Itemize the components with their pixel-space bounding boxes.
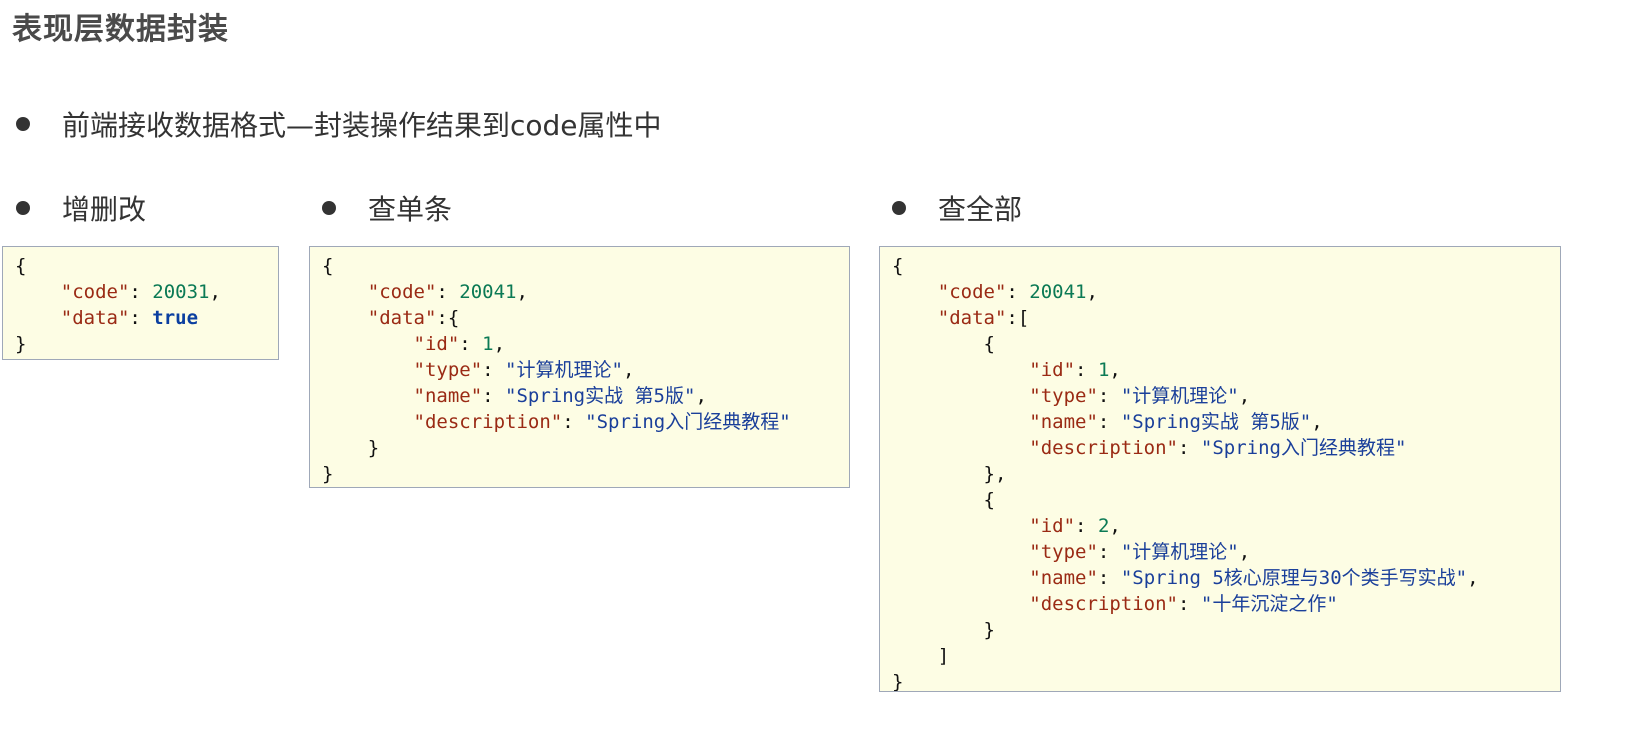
brace-close: } xyxy=(892,671,904,692)
code-box-all: { "code": 20041, "data":[ { "id": 1, "ty… xyxy=(879,246,1561,692)
json-token: "type" xyxy=(1029,385,1098,407)
code-line-description: "description": "Spring入门经典教程" xyxy=(413,411,791,433)
code-line-id: "id": 1, xyxy=(413,333,506,355)
brace-open: { xyxy=(892,255,904,277)
json-token: "Spring实战 第5版" xyxy=(505,385,696,407)
json-token: "name" xyxy=(1029,567,1098,589)
code-box-single: { "code": 20041, "data":{ "id": 1, "type… xyxy=(309,246,850,488)
json-token: "id" xyxy=(413,333,460,355)
code-line-data: "data":{ xyxy=(367,307,460,329)
code-line-code: "code": 20031, xyxy=(60,281,221,303)
code-line-data: "data": true xyxy=(60,307,199,329)
json-token: "code" xyxy=(60,281,130,303)
json-token: "description" xyxy=(1029,593,1178,615)
brace-close: } xyxy=(322,463,334,485)
section-label-all: 查全部 xyxy=(938,193,1023,226)
json-token: "十年沉淀之作" xyxy=(1200,593,1338,615)
code-line-data: "data":[ xyxy=(937,307,1030,329)
json-token: "Spring入门经典教程" xyxy=(1200,437,1407,459)
section-label-single: 查单条 xyxy=(368,193,453,226)
json-token: "type" xyxy=(1029,541,1098,563)
code-box-update: { "code": 20031, "data": true} xyxy=(2,246,279,360)
code-line-id: "id": 2, xyxy=(1029,515,1121,537)
bullet-dot-icon xyxy=(16,117,30,131)
json-token: "data" xyxy=(60,307,130,329)
json-token: "code" xyxy=(937,281,1007,303)
json-token: "data" xyxy=(937,307,1007,329)
brace-open: { xyxy=(15,255,27,277)
item-close: }, xyxy=(892,463,1007,485)
code-value: 20041 xyxy=(1029,281,1087,303)
brace-close: } xyxy=(15,333,27,355)
json-token: "计算机理论" xyxy=(1120,541,1239,563)
code-line-name: "name": "Spring 5核心原理与30个类手写实战", xyxy=(1029,567,1479,589)
json-token: "name" xyxy=(413,385,483,407)
json-token: "code" xyxy=(367,281,437,303)
json-token: "Spring 5核心原理与30个类手写实战" xyxy=(1120,567,1468,589)
json-token: 1 xyxy=(482,333,494,355)
brace-close-inner: } xyxy=(322,437,380,459)
json-token: 2 xyxy=(1097,515,1110,537)
intro-bullet: 前端接收数据格式—封装操作结果到code属性中 xyxy=(16,104,662,144)
code-line-name: "name": "Spring实战 第5版", xyxy=(1029,411,1323,433)
code-value: 20031 xyxy=(152,281,210,303)
json-token: "id" xyxy=(1029,515,1076,537)
code-line-type: "type": "计算机理论", xyxy=(413,359,635,381)
array-close: ] xyxy=(892,645,950,667)
json-token: 1 xyxy=(1097,359,1110,381)
json-token: "type" xyxy=(413,359,483,381)
json-token: "name" xyxy=(1029,411,1098,433)
section-label-update: 增删改 xyxy=(62,193,147,226)
code-line-name: "name": "Spring实战 第5版", xyxy=(413,385,707,407)
section-heading-single: 查单条 xyxy=(322,188,452,228)
code-line-description: "description": "Spring入门经典教程" xyxy=(1029,437,1407,459)
code-line-code: "code": 20041, xyxy=(367,281,528,303)
bullet-dot-icon xyxy=(892,201,906,215)
code-line-type: "type": "计算机理论", xyxy=(1029,541,1251,563)
bullet-dot-icon xyxy=(16,201,30,215)
brace-open: { xyxy=(322,255,334,277)
json-token: "description" xyxy=(413,411,563,433)
data-value: true xyxy=(152,307,199,329)
section-heading-update: 增删改 xyxy=(16,188,146,228)
json-token: "Spring实战 第5版" xyxy=(1120,411,1312,433)
json-token: "计算机理论" xyxy=(1120,385,1239,407)
item-open: { xyxy=(892,333,995,355)
json-token: "description" xyxy=(1029,437,1178,459)
json-token: "Spring入门经典教程" xyxy=(585,411,791,433)
item-open: { xyxy=(892,489,995,511)
code-line-code: "code": 20041, xyxy=(937,281,1098,303)
code-line-id: "id": 1, xyxy=(1029,359,1121,381)
page-title: 表现层数据封装 xyxy=(12,12,229,47)
json-token: "data" xyxy=(367,307,437,329)
bullet-dot-icon xyxy=(322,201,336,215)
json-token: "计算机理论" xyxy=(505,359,623,381)
section-heading-all: 查全部 xyxy=(892,188,1022,228)
item-close: } xyxy=(892,619,995,641)
code-line-description: "description": "十年沉淀之作" xyxy=(1029,593,1338,615)
json-token: "id" xyxy=(1029,359,1076,381)
code-line-type: "type": "计算机理论", xyxy=(1029,385,1251,407)
intro-bullet-text: 前端接收数据格式—封装操作结果到code属性中 xyxy=(62,109,662,142)
code-value: 20041 xyxy=(459,281,517,303)
